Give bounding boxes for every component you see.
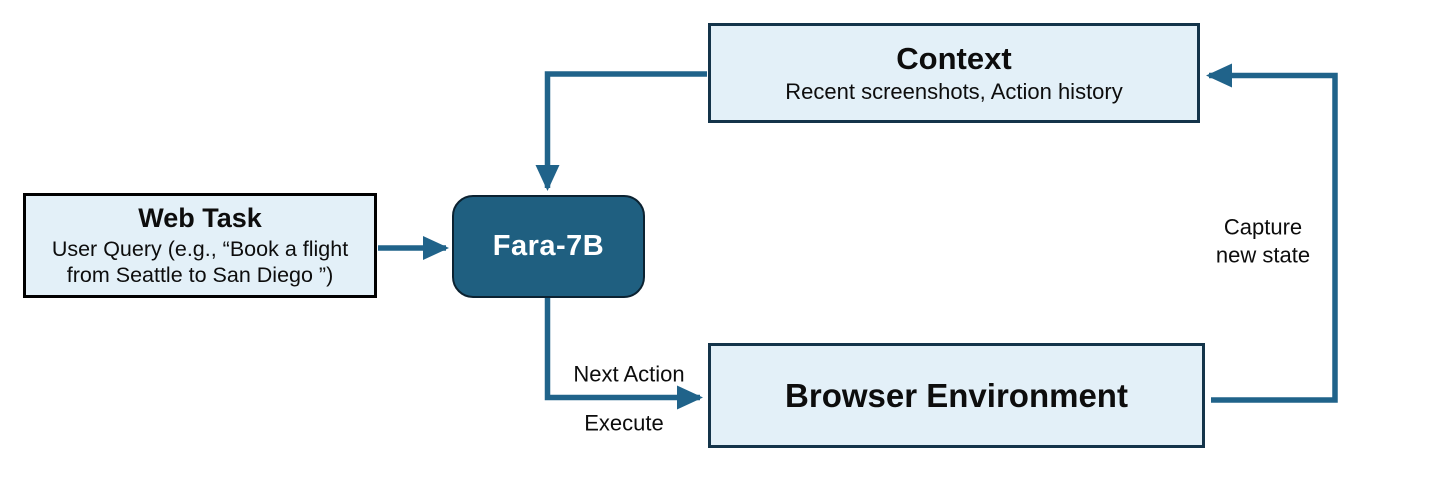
browser-environment-title: Browser Environment — [785, 376, 1128, 414]
context-box: Context Recent screenshots, Action histo… — [708, 23, 1200, 123]
next-action-label: Next Action — [573, 361, 685, 387]
execute-label: Execute — [584, 410, 664, 436]
context-title: Context — [896, 40, 1012, 76]
fara-7b-label: Fara-7B — [492, 230, 605, 262]
context-subtitle: Recent screenshots, Action history — [785, 78, 1123, 104]
web-task-box: Web Task User Query (e.g., “Book a fligh… — [23, 193, 377, 298]
web-task-title: Web Task — [138, 202, 262, 233]
capture-new-state-label: Capture new state — [1215, 214, 1311, 268]
web-task-subtitle: User Query (e.g., “Book a flight from Se… — [51, 236, 349, 288]
arrow-context-to-fara — [535, 71, 707, 191]
fara-7b-node: Fara-7B — [452, 195, 645, 298]
browser-environment-box: Browser Environment — [708, 343, 1205, 448]
